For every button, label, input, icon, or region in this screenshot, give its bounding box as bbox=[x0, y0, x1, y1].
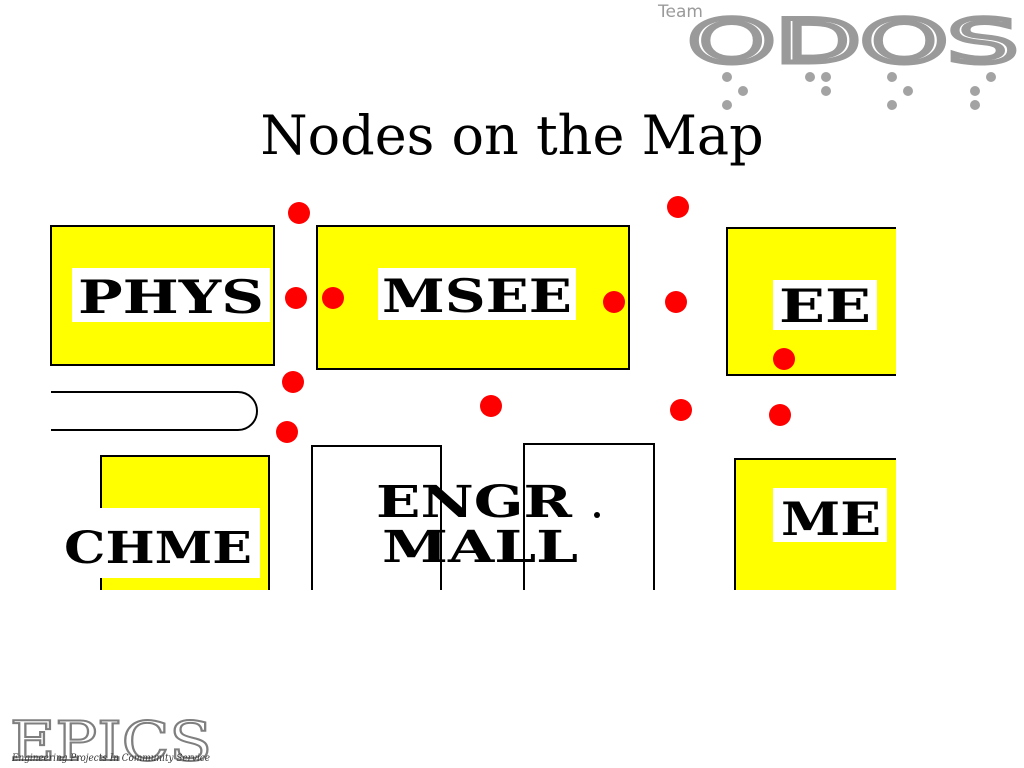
building-label-me: ME bbox=[781, 492, 881, 546]
building-ee: EE bbox=[726, 227, 898, 376]
slide-title: Nodes on the Map bbox=[260, 104, 764, 167]
map-node[interactable] bbox=[665, 291, 687, 313]
building-phys: PHYS bbox=[50, 225, 275, 366]
building-chme: CHME bbox=[58, 455, 270, 597]
team-logo-prefix: Team bbox=[657, 2, 703, 22]
map-nodes bbox=[276, 196, 795, 443]
building-msee: MSEE bbox=[316, 225, 630, 370]
map-node[interactable] bbox=[667, 196, 689, 218]
map-node[interactable] bbox=[282, 371, 304, 393]
building-label-engr: ENGR bbox=[376, 477, 573, 528]
building-me: ME bbox=[734, 458, 898, 597]
map-node[interactable] bbox=[285, 287, 307, 309]
map-node[interactable] bbox=[670, 399, 692, 421]
epics-wordmark: EPICS bbox=[10, 710, 212, 768]
epics-logo: EPICS Engineering Projects In Community … bbox=[9, 709, 213, 768]
building-engr-mall: ENGR MALL bbox=[311, 443, 655, 596]
map-node[interactable] bbox=[288, 202, 310, 224]
epics-tagline: Engineering Projects In Community Servic… bbox=[11, 753, 210, 764]
road-outline bbox=[51, 391, 258, 431]
building-label-mall: MALL bbox=[382, 522, 578, 573]
map-node[interactable] bbox=[769, 404, 791, 426]
map-node[interactable] bbox=[276, 421, 298, 443]
building-label-msee: MSEE bbox=[382, 269, 572, 323]
team-logo-wordmark: ODOS bbox=[688, 7, 1018, 77]
team-odos-logo: Team ODOS bbox=[657, 2, 1021, 110]
building-label-ee: EE bbox=[779, 279, 871, 333]
building-label-phys: PHYS bbox=[78, 270, 264, 324]
map-node[interactable] bbox=[322, 287, 344, 309]
map-node[interactable] bbox=[773, 348, 795, 370]
braille-dots-icon bbox=[722, 72, 996, 110]
map-node[interactable] bbox=[603, 291, 625, 313]
map-node[interactable] bbox=[480, 395, 502, 417]
building-label-chme: CHME bbox=[64, 523, 252, 574]
